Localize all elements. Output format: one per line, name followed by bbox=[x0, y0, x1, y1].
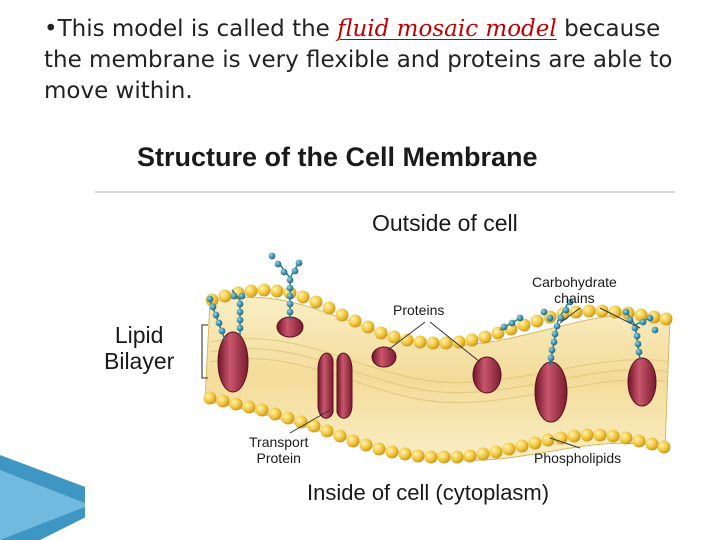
proteins bbox=[217, 316, 657, 423]
carbohydrate-chains bbox=[206, 252, 659, 366]
leader-lines bbox=[289, 307, 641, 449]
protein-center bbox=[371, 346, 397, 368]
carbohydrate-label-line2: chains bbox=[554, 290, 595, 306]
bullet-text: •This model is called the fluid mosaic m… bbox=[44, 14, 704, 107]
bullet-text-after: because the membrane is very flexible an… bbox=[44, 16, 673, 104]
transport-label-line2: Protein bbox=[256, 450, 301, 466]
lipid-bilayer-label-line1: Lipid bbox=[114, 322, 164, 348]
transport-label-line1: Transport bbox=[249, 434, 309, 450]
outside-of-cell-label: Outside of cell bbox=[372, 210, 518, 236]
phospholipid-heads bbox=[203, 283, 673, 464]
fluid-mosaic-model-term: fluid mosaic model bbox=[337, 16, 557, 42]
protein-center-right bbox=[472, 356, 502, 394]
inside-of-cell-label: Inside of cell (cytoplasm) bbox=[307, 480, 550, 505]
protein-right bbox=[534, 361, 568, 423]
bullet-text-before: This model is called the bbox=[57, 16, 338, 42]
transport-protein bbox=[317, 352, 353, 419]
figure-title: Structure of the Cell Membrane bbox=[137, 142, 538, 172]
carbohydrate-chains-label: Carbohydrate chains bbox=[532, 274, 617, 306]
protein-left bbox=[217, 331, 249, 393]
phospholipids-label: Phospholipids bbox=[534, 450, 622, 466]
transport-protein-label: Transport Protein bbox=[249, 434, 308, 466]
slide-accent-left bbox=[0, 455, 120, 540]
carbohydrate-label-line1: Carbohydrate bbox=[532, 274, 617, 290]
lipid-bilayer-label-line2: Bilayer bbox=[104, 348, 175, 374]
protein-far-right bbox=[627, 357, 657, 407]
bullet-marker: • bbox=[44, 16, 58, 42]
lipid-bilayer-label: Lipid Bilayer bbox=[104, 322, 174, 374]
proteins-label: Proteins bbox=[393, 302, 445, 318]
lipid-bilayer-bracket bbox=[201, 324, 208, 379]
